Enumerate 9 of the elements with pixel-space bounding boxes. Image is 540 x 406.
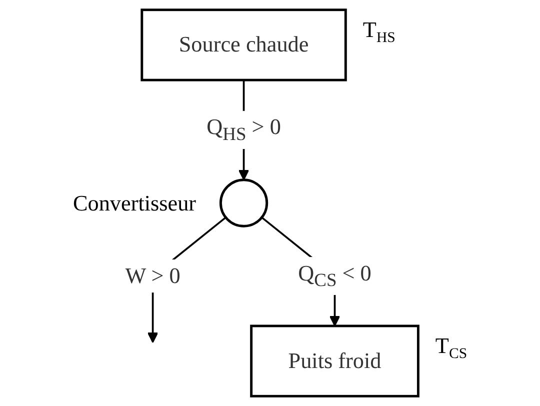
node-circle — [219, 178, 268, 228]
node-label: T$_{HS}$ — [362, 16, 396, 46]
node-label: Convertisseur — [72, 190, 196, 216]
edge-label: W > 0 — [125, 263, 180, 288]
node-box: Source chaude — [140, 8, 347, 82]
node-box: Puits froid — [250, 324, 420, 398]
node-label: T$_{CS}$ — [435, 333, 468, 362]
edge-label: Q$_{HS}$ > 0 — [206, 114, 281, 145]
edge-label: Q$_{CS}$ < 0 — [298, 260, 372, 291]
